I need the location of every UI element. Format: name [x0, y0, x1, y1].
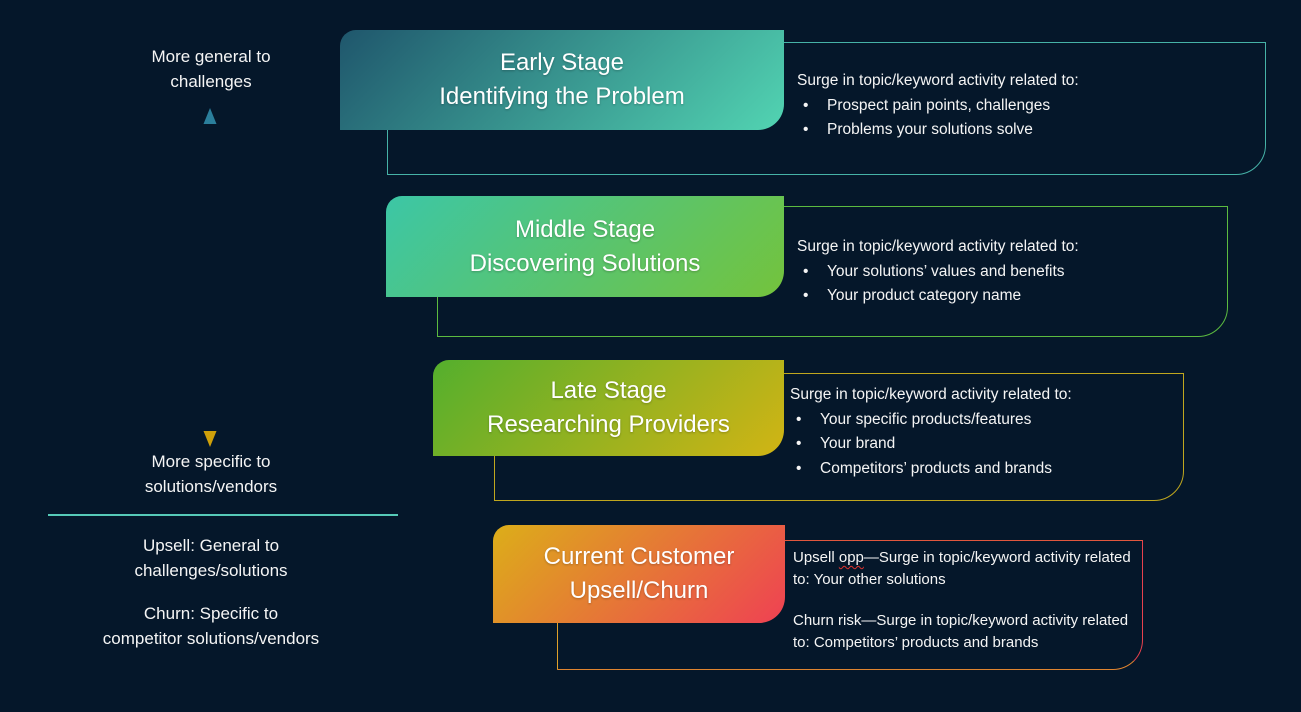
- middle-stage-box: Middle Stage Discovering Solutions: [386, 196, 784, 297]
- bullet-item: • Prospect pain points, challenges: [797, 94, 1247, 119]
- current-customer-box: Current Customer Upsell/Churn: [493, 525, 785, 623]
- bullet-text: Competitors’ products and brands: [820, 459, 1053, 477]
- early-stage-description: Surge in topic/keyword activity related …: [797, 69, 1247, 143]
- bullet-item: • Problems your solutions solve: [797, 118, 1247, 143]
- middle-stage-subtitle: Discovering Solutions: [469, 249, 701, 277]
- churn-note: Churn: Specific to competitor solutions/…: [102, 604, 320, 648]
- current-customer-subtitle: Upsell/Churn: [569, 577, 709, 604]
- generality-axis-arrow-icon: [203, 108, 217, 447]
- description-intro: Surge in topic/keyword activity related …: [797, 72, 1079, 89]
- upsell-text-pre: Upsell: [793, 549, 839, 566]
- bullet-icon: •: [803, 121, 809, 138]
- bullet-item: • Competitors’ products and brands: [790, 457, 1180, 482]
- axis-label-specific: More specific to solutions/vendors: [144, 452, 278, 496]
- early-stage-box: Early Stage Identifying the Problem: [340, 30, 784, 130]
- bullet-text: Problems your solutions solve: [827, 121, 1033, 138]
- bullet-item: • Your solutions’ values and benefits: [797, 260, 1217, 285]
- upsell-text-post: —Surge in topic/keyword activity related…: [793, 549, 1131, 588]
- late-stage-title: Late Stage: [550, 377, 667, 404]
- description-intro: Surge in topic/keyword activity related …: [797, 238, 1079, 255]
- early-stage-title: Early Stage: [499, 49, 625, 76]
- bullet-item: • Your brand: [790, 432, 1180, 457]
- late-stage-description: Surge in topic/keyword activity related …: [790, 383, 1180, 481]
- upsell-note: Upsell: General to challenges/solutions: [134, 536, 288, 580]
- middle-stage-description: Surge in topic/keyword activity related …: [797, 235, 1217, 309]
- late-stage-subtitle: Researching Providers: [487, 411, 730, 438]
- upsell-paragraph: Upsell opp—Surge in topic/keyword activi…: [793, 547, 1138, 590]
- bullet-icon: •: [803, 96, 809, 114]
- middle-stage-title: Middle Stage: [514, 215, 656, 243]
- bullet-item: • Your product category name: [797, 284, 1217, 309]
- axis-label-general: More general to challenges: [151, 47, 271, 91]
- bullet-icon: •: [803, 287, 809, 304]
- bullet-text: Prospect pain points, challenges: [827, 96, 1051, 114]
- description-intro: Surge in topic/keyword activity related …: [790, 386, 1072, 403]
- left-panel-divider: [48, 514, 398, 516]
- bullet-text: Your product category name: [827, 287, 1022, 304]
- late-stage-box: Late Stage Researching Providers: [433, 360, 784, 456]
- bullet-item: • Your specific products/features: [790, 408, 1180, 433]
- current-customer-description: Upsell opp—Surge in topic/keyword activi…: [793, 547, 1138, 653]
- bullet-icon: •: [796, 435, 802, 452]
- churn-paragraph: Churn risk—Surge in topic/keyword activi…: [793, 612, 1129, 651]
- misspelled-word: opp: [838, 549, 864, 566]
- bullet-icon: •: [796, 410, 802, 428]
- bullet-text: Your specific products/features: [820, 410, 1032, 428]
- bullet-icon: •: [796, 459, 802, 477]
- bullet-icon: •: [803, 262, 809, 280]
- early-stage-subtitle: Identifying the Problem: [439, 83, 685, 110]
- bullet-text: Your solutions’ values and benefits: [827, 262, 1065, 280]
- current-customer-title: Current Customer: [543, 543, 735, 570]
- bullet-text: Your brand: [820, 435, 896, 452]
